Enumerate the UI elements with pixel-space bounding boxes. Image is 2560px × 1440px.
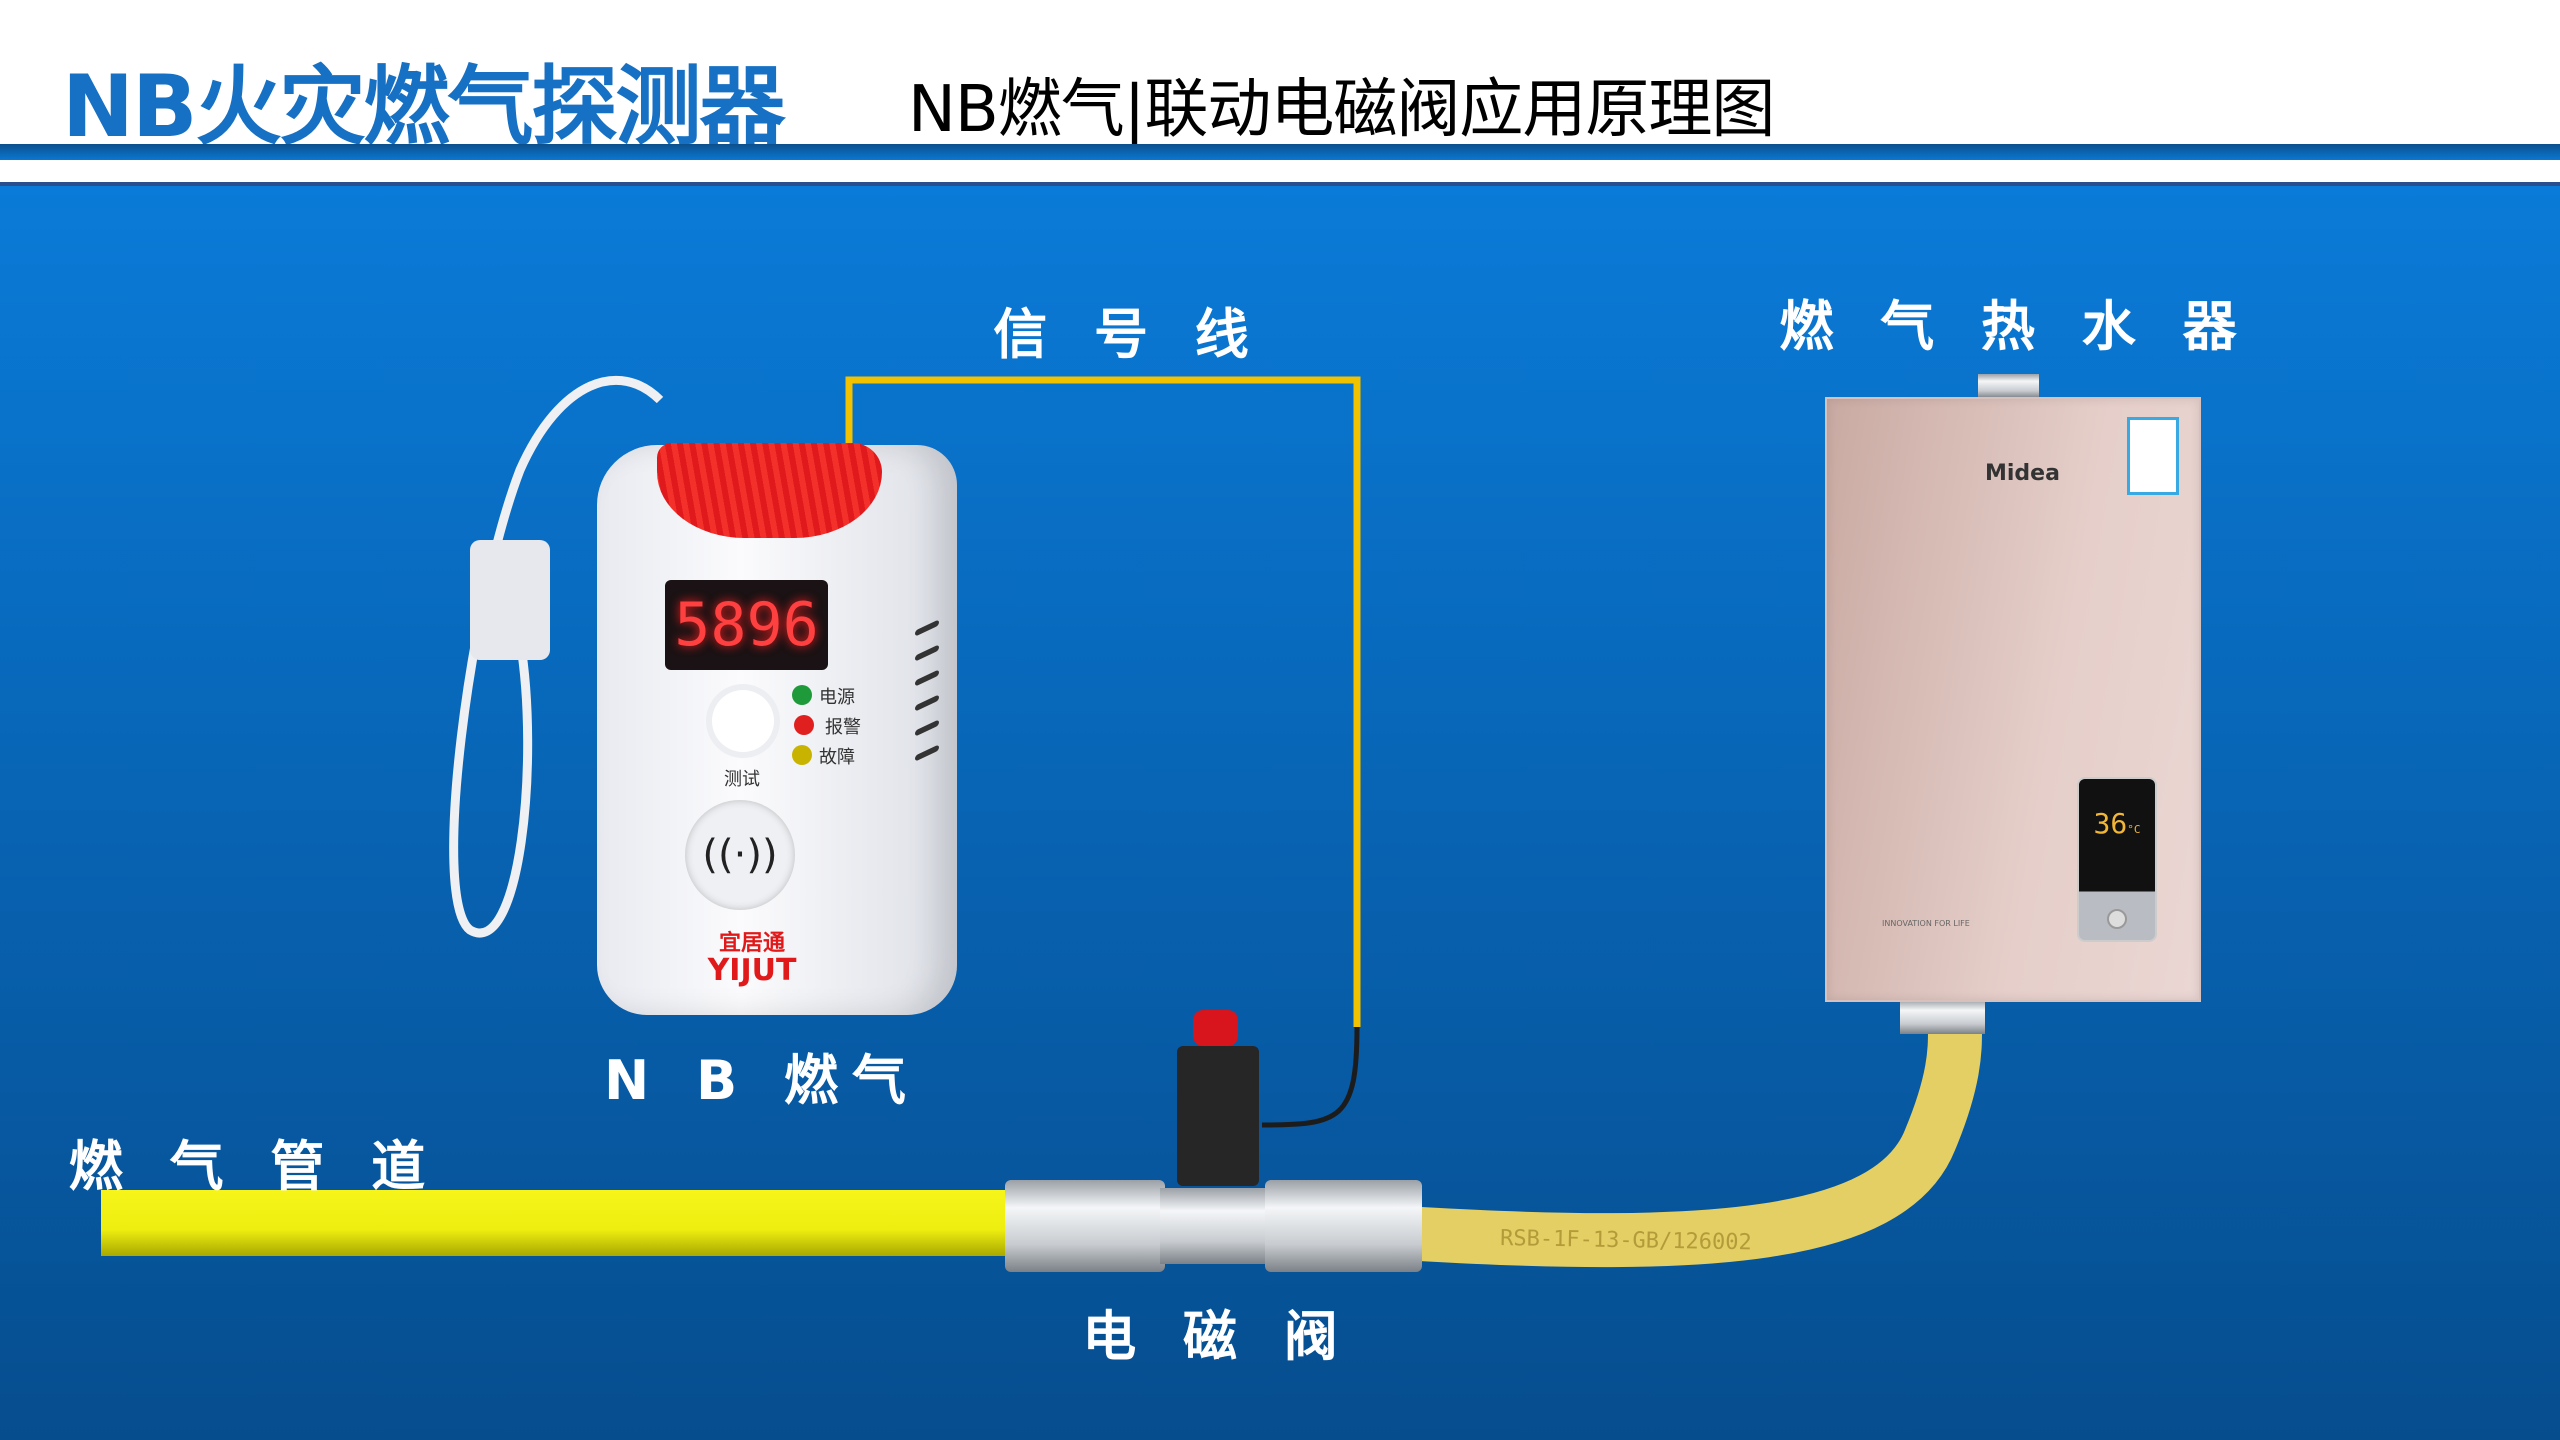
temperature-value: 36 xyxy=(2093,807,2128,840)
valve-body xyxy=(1160,1188,1270,1264)
speaker-grille-icon: ((·)) xyxy=(685,800,795,910)
heater-slogan: INNOVATION FOR LIFE xyxy=(1882,919,1970,928)
alarm-led-icon xyxy=(794,715,814,735)
test-label: 测试 xyxy=(724,769,760,790)
hose-print: RSB-1F-13-GB/126002 xyxy=(1500,1226,1752,1255)
valve-cable xyxy=(1261,1026,1360,1128)
heater-power-button[interactable] xyxy=(2107,909,2127,929)
gas-detector: 5896 测试 电源 报警 故障 ((·)) 宜居通 YIJUT xyxy=(597,443,957,1015)
solenoid-red-cap xyxy=(1193,1010,1238,1046)
label-signal-wire: 信 号 线 xyxy=(993,303,1263,366)
led-label-fault: 故障 xyxy=(819,747,855,768)
heater-flue xyxy=(1978,374,2039,398)
page-title: NB火灾燃气探测器 xyxy=(62,57,786,157)
gas-water-heater: Midea INNOVATION FOR LIFE 36°C xyxy=(1825,397,2201,1002)
vent-slot xyxy=(915,644,939,662)
power-cord xyxy=(449,375,664,938)
signal-wire xyxy=(845,376,1361,1027)
page-subtitle: NB燃气|联动电磁阀应用原理图 xyxy=(908,73,1775,147)
test-button[interactable] xyxy=(712,690,774,752)
label-gas-pipe: 燃 气 管 道 xyxy=(68,1135,440,1198)
brand-en: YIJUT xyxy=(707,953,797,988)
detector-display: 5896 xyxy=(665,580,828,670)
fault-led-icon xyxy=(792,745,812,765)
power-led-icon xyxy=(792,685,812,705)
valve-fitting-right xyxy=(1265,1180,1422,1272)
energy-label xyxy=(2127,417,2179,495)
power-plug xyxy=(470,540,550,660)
heater-brand-logo: Midea xyxy=(1985,461,2060,486)
flex-hose xyxy=(1418,1029,1982,1268)
valve-fitting-left xyxy=(1005,1180,1165,1272)
heater-outlet-fitting xyxy=(1900,1000,1985,1034)
header-divider xyxy=(0,144,2560,160)
label-water-heater: 燃 气 热 水 器 xyxy=(1779,295,2251,358)
vent-slot xyxy=(915,744,939,762)
vent-slot xyxy=(915,719,939,737)
heater-control-panel: 36°C xyxy=(2077,777,2157,942)
vent-slot xyxy=(915,694,939,712)
vent-slot xyxy=(915,619,939,637)
detector-brand-logo: 宜居通 YIJUT xyxy=(697,925,807,988)
vent-slot xyxy=(915,669,939,687)
label-solenoid-valve: 电 磁 阀 xyxy=(1082,1305,1352,1368)
label-detector: N B 燃气 xyxy=(604,1049,920,1112)
gas-pipe xyxy=(101,1190,1014,1256)
led-label-power: 电源 xyxy=(819,687,855,708)
solenoid-coil xyxy=(1177,1046,1259,1186)
temperature-unit: °C xyxy=(2127,823,2141,836)
heater-temperature: 36°C xyxy=(2087,807,2147,840)
led-label-alarm: 报警 xyxy=(825,717,861,738)
alarm-light xyxy=(657,443,882,538)
brand-cn: 宜居通 xyxy=(718,931,785,956)
